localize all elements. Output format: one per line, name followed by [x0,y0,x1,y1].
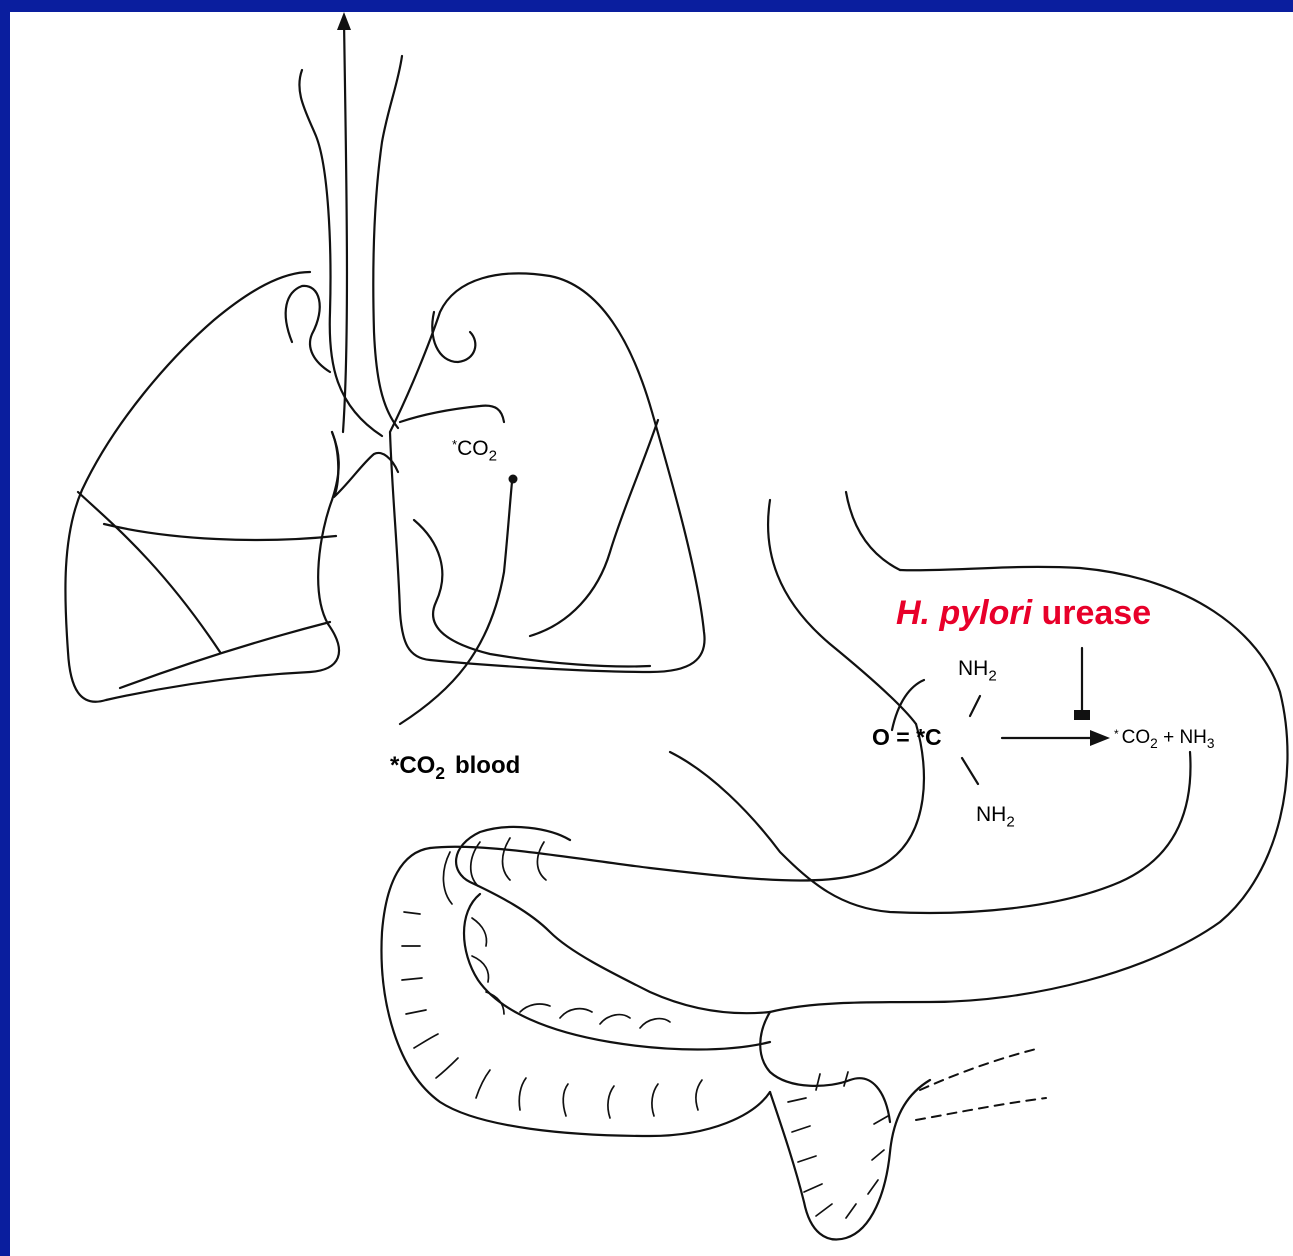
blood-vessel [400,475,518,725]
enzyme-arrow [1074,648,1090,720]
urea-amine-top: NH2 [958,658,997,679]
products-plus: + [1163,727,1174,748]
enzyme-title: H. pylori urease [896,596,1151,630]
duodenum [381,827,1046,1240]
enzyme-name: urease [1041,594,1151,632]
urea-amine-top-subscript: 2 [988,667,996,684]
anatomy-drawing [10,12,1293,1256]
urea-amine-bottom-subscript: 2 [1006,813,1014,830]
reaction-products: *CO2 + NH3 [1114,728,1215,747]
urea-amine-top-base: NH [958,657,988,680]
stomach [430,567,1288,1012]
esophagus [768,492,916,724]
lung-co2-subscript: 2 [489,447,497,464]
products-nh3: NH [1179,727,1206,748]
products-prefix: * [1114,727,1119,741]
lung-co2-label: *CO2 [452,438,497,459]
urea-bonds [962,696,980,784]
products-nh3-subscript: 3 [1207,736,1215,751]
products-co2: CO [1122,727,1151,748]
exhale-arrow [337,12,351,432]
blood-word: blood [455,752,520,779]
enzyme-organism: H. pylori [896,594,1032,632]
blood-co2-subscript: 2 [435,763,445,783]
urea-carbonyl: O = *C [872,726,942,749]
products-co2-subscript: 2 [1150,736,1158,751]
trachea [299,56,402,436]
reaction-arrow [1002,730,1110,746]
right-lung [65,272,398,702]
blood-co2-base: *CO [390,752,435,779]
urea-amine-bottom-base: NH [976,803,1006,826]
urea-amine-bottom: NH2 [976,804,1015,825]
lung-co2-base: CO [457,437,489,460]
left-lung [390,273,705,672]
